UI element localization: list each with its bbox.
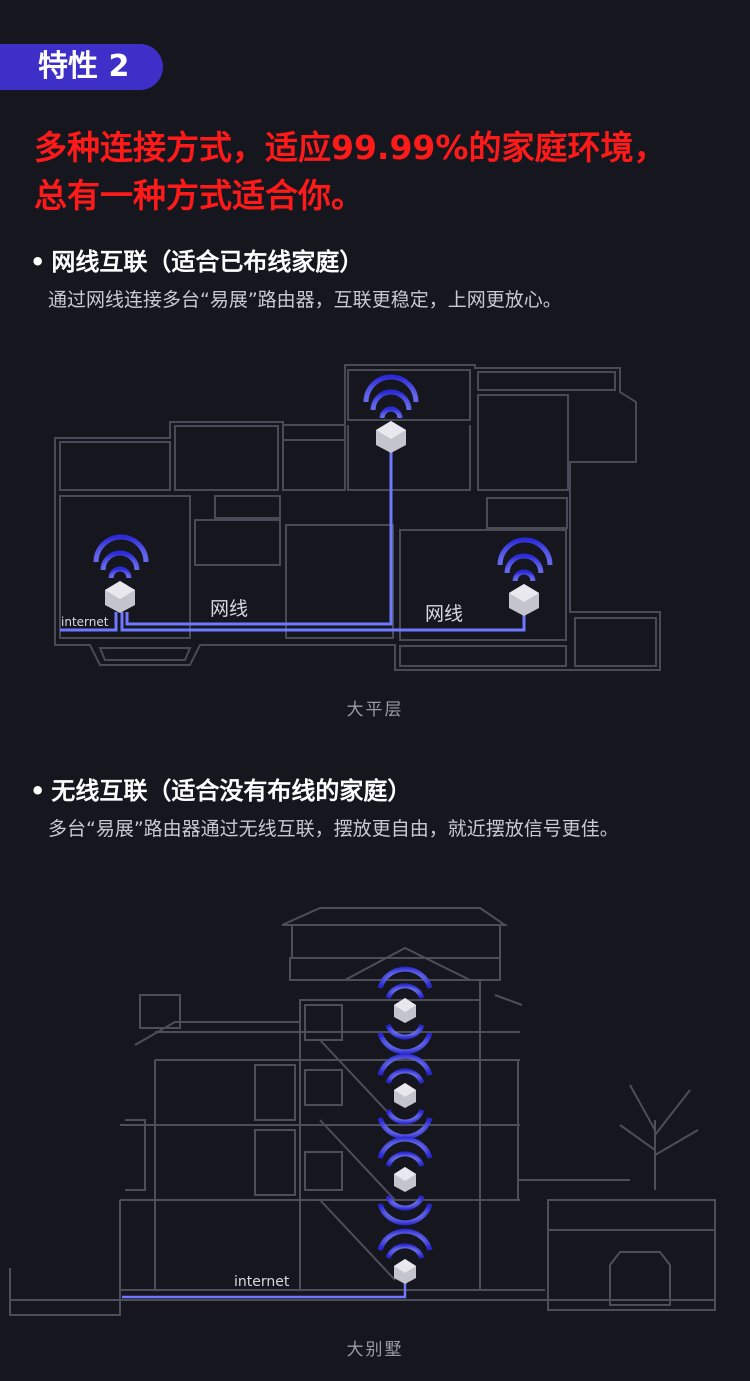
cable-label-2: 网线 xyxy=(425,603,463,625)
router-right xyxy=(497,537,553,616)
feature-badge: 特性 2 xyxy=(0,44,163,90)
wired-title-text: 网线互联（适合已布线家庭） xyxy=(51,248,364,276)
internet-label-plan: internet xyxy=(61,615,109,629)
headline-line-2: 总有一种方式适合你。 xyxy=(34,176,364,215)
headline: 多种连接方式，适应99.99%的家庭环境， 总有一种方式适合你。 xyxy=(34,124,724,220)
wired-section-title: •网线互联（适合已布线家庭） xyxy=(30,246,363,278)
floor-plan-illustration: internet 网线 网线 xyxy=(54,364,661,671)
wireless-section-desc: 多台“易展”路由器通过无线互联，摆放更自由，就近摆放信号更佳。 xyxy=(48,818,619,840)
wired-section-desc: 通过网线连接多台“易展”路由器，互联更稳定，上网更放心。 xyxy=(48,289,562,311)
router-floor-4 xyxy=(394,998,416,1023)
router-left xyxy=(93,534,149,613)
bullet-icon: • xyxy=(30,777,46,805)
wifi-beams xyxy=(377,966,433,1260)
router-floor-3 xyxy=(394,1083,416,1108)
headline-line-1: 多种连接方式，适应99.99%的家庭环境， xyxy=(34,128,667,167)
villa-illustration: internet xyxy=(9,907,716,1316)
internet-label-villa: internet xyxy=(234,1274,290,1290)
plan-caption: 大平层 xyxy=(346,700,404,720)
wireless-title-text: 无线互联（适合没有布线的家庭） xyxy=(51,777,412,805)
router-top xyxy=(363,374,419,453)
cable-label-1: 网线 xyxy=(210,598,248,620)
bullet-icon: • xyxy=(30,248,46,276)
villa-caption: 大别墅 xyxy=(346,1340,404,1360)
router-floor-2 xyxy=(394,1167,416,1192)
wireless-section-title: •无线互联（适合没有布线的家庭） xyxy=(30,775,411,807)
router-floor-1 xyxy=(394,1259,416,1284)
